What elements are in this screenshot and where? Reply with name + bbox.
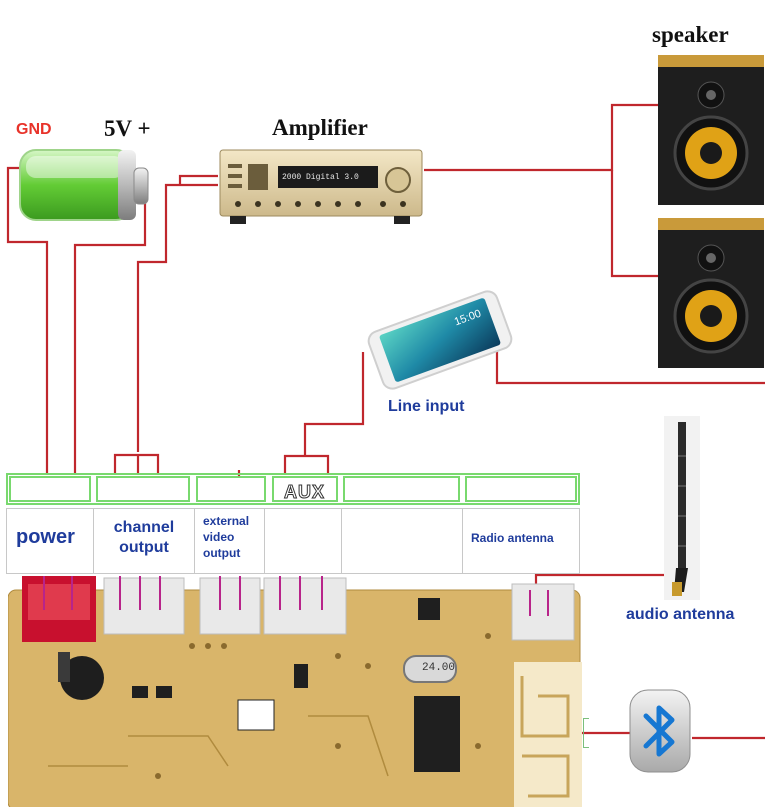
header-power (9, 476, 91, 502)
audio-antenna (664, 416, 700, 600)
aux-label: AUX (283, 482, 326, 503)
antenna-wire (534, 573, 680, 585)
bt-bracket (583, 718, 589, 748)
smartphone-icon (367, 290, 513, 390)
gnd-wire (6, 166, 49, 475)
v5-wire (73, 178, 147, 475)
channel-wire-2 (178, 174, 218, 185)
speaker-top (658, 55, 764, 205)
channel-wire (136, 183, 218, 452)
speaker-icon (658, 218, 764, 368)
pcb-board: 24.00 (7, 576, 582, 811)
connector-header-row (6, 473, 580, 505)
divider-4 (341, 508, 342, 574)
power-label: power (16, 526, 75, 548)
amplifier-icon (219, 149, 423, 224)
speaker-bottom (658, 218, 764, 368)
amp-speaker-wire-2 (610, 170, 658, 278)
v5-label: 5V + (104, 116, 151, 141)
divider-5 (462, 508, 463, 574)
header-radio (465, 476, 577, 502)
battery (18, 146, 154, 226)
bluetooth (628, 688, 692, 774)
audio-antenna-label: audio antenna (626, 606, 735, 623)
speaker-icon (658, 55, 764, 205)
line-input-label: Line input (388, 398, 465, 415)
aux-fork (283, 454, 330, 475)
label-row (6, 508, 580, 574)
channel-fork (113, 453, 160, 475)
aux-wire (303, 352, 365, 456)
pcb-board-icon (7, 576, 582, 811)
radio-antenna-label: Radio antenna (471, 531, 554, 545)
channel-output-label: channel output (113, 519, 175, 556)
divider-3 (264, 508, 265, 574)
amplifier-label: Amplifier (272, 115, 368, 140)
divider-2 (194, 508, 195, 574)
bluetooth-icon (629, 689, 691, 773)
battery-icon (19, 149, 149, 221)
crystal-label: 24.00 (422, 662, 456, 674)
header-video (196, 476, 266, 502)
smartphone: 15:00 (360, 290, 520, 390)
divider-1 (93, 508, 94, 574)
amplifier: 2000 Digital 3.0 (218, 148, 424, 228)
header-aux (272, 476, 338, 502)
external-video-output-label: external video output (203, 514, 250, 560)
amplifier-display: 2000 Digital 3.0 (282, 173, 359, 182)
speaker-label: speaker (652, 22, 729, 47)
antenna-icon (664, 416, 700, 600)
amp-speaker-wire (424, 103, 658, 172)
header-empty (343, 476, 460, 502)
header-channel (96, 476, 190, 502)
gnd-label: GND (16, 121, 52, 138)
